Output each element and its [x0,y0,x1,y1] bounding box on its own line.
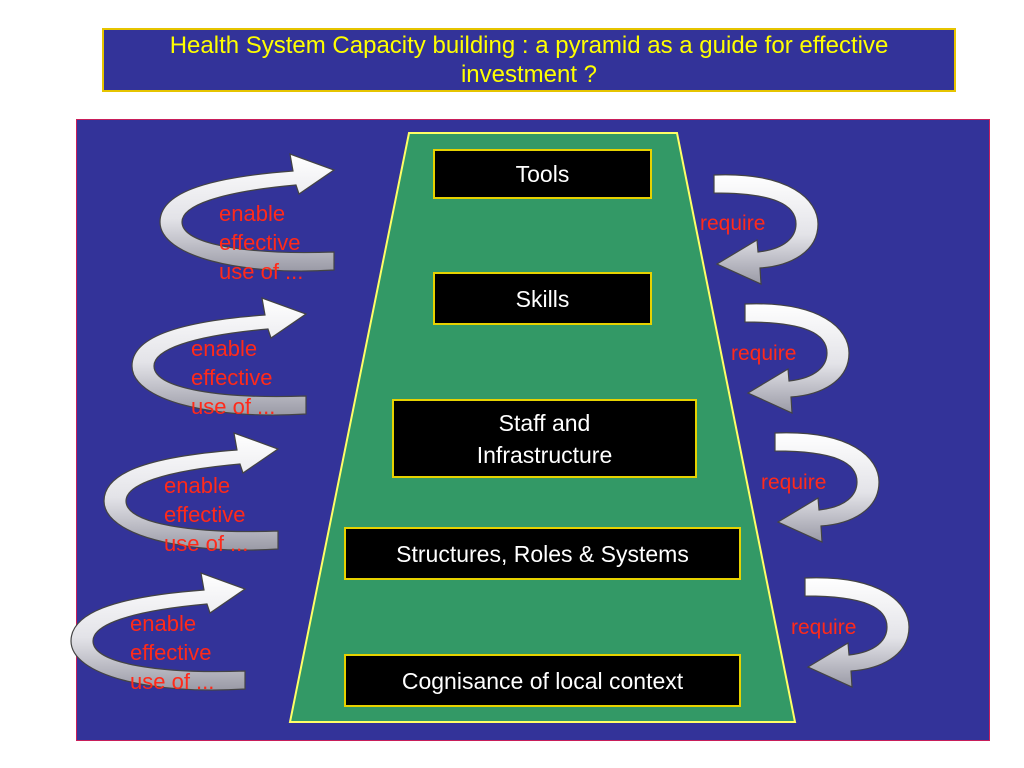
require-label-2: require [731,341,796,367]
require-arrow-2 [744,303,850,414]
require-label-4-text: require [791,616,857,639]
require-arrow-4 [804,577,910,688]
enable-label-2: enable effective use of ... [191,334,275,421]
require-arrow-3 [774,432,880,543]
enable-arrow-3 [103,432,280,551]
enable-label-3-line: use of ... [164,531,249,556]
enable-arrow-1 [159,153,336,272]
level-skills-label: Skills [515,285,570,312]
level-structures-roles-systems-label: Structures, Roles & Systems [396,540,689,567]
enable-label-2-line: effective [191,365,273,390]
slide-title: Health System Capacity building : a pyra… [102,28,956,92]
level-staff-infrastructure-label: Staff and Infrastructure [476,409,613,468]
enable-label-1: enable effective use of ... [219,199,303,286]
enable-arrow-4 [70,572,247,691]
level-tools: Tools [433,149,652,199]
level-structures-roles-systems: Structures, Roles & Systems [344,527,741,580]
require-label-4: require [791,615,856,641]
require-label-1: require [700,211,765,237]
enable-arrow-2 [131,297,308,416]
level-cognisance-local-context-label: Cognisance of local context [401,667,684,694]
require-arrow-1 [713,174,819,285]
enable-label-4-line: effective [130,640,212,665]
level-tools-label: Tools [515,161,570,187]
enable-label-3-line: effective [164,502,246,527]
enable-label-1-line: use of ... [219,259,304,284]
enable-label-1-line: effective [219,230,301,255]
require-label-2-text: require [731,342,797,365]
enable-label-2-line: enable [191,336,258,361]
enable-label-4: enable effective use of ... [130,609,214,696]
level-staff-infrastructure: Staff and Infrastructure [392,399,697,478]
require-label-3-text: require [761,471,827,494]
enable-label-3: enable effective use of ... [164,471,248,558]
require-label-1-text: require [700,212,766,235]
enable-label-4-line: enable [130,611,197,636]
enable-label-4-line: use of ... [130,669,215,694]
require-label-3: require [761,470,826,496]
level-skills: Skills [433,272,652,325]
enable-label-1-line: enable [219,201,286,226]
enable-label-2-line: use of ... [191,394,276,419]
enable-label-3-line: enable [164,473,231,498]
level-cognisance-local-context: Cognisance of local context [344,654,741,707]
slide-title-text: Health System Capacity building : a pyra… [169,32,889,88]
